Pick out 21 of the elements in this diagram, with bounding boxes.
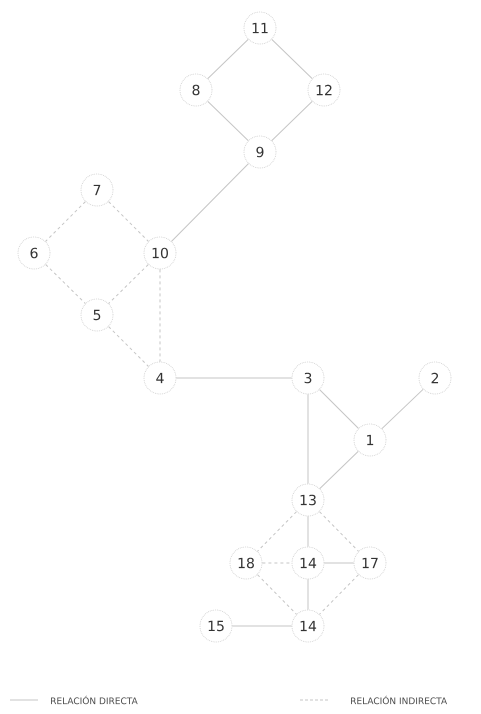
connector [319, 450, 359, 490]
dashed-connector [319, 574, 359, 615]
dashed-connector [108, 326, 149, 367]
connector [381, 388, 424, 430]
dashed-connector [319, 511, 359, 552]
legend-text: RELACIÓN DIRECTA [51, 696, 138, 704]
dashed-connector [108, 264, 149, 304]
dashed-connector [262, 562, 292, 564]
connector [171, 163, 249, 242]
connector [319, 389, 359, 429]
connector [207, 100, 249, 142]
dashed-connector [45, 201, 86, 242]
dashed-connector [257, 574, 297, 615]
dashed-connector [108, 201, 149, 242]
dashed-connector [257, 511, 297, 552]
legend-text: RELACIÓN INDIRECTA [351, 696, 448, 704]
connector [271, 100, 313, 142]
dashed-connector [45, 264, 86, 304]
connector [207, 38, 249, 80]
connector [271, 38, 313, 80]
connector [324, 562, 354, 564]
